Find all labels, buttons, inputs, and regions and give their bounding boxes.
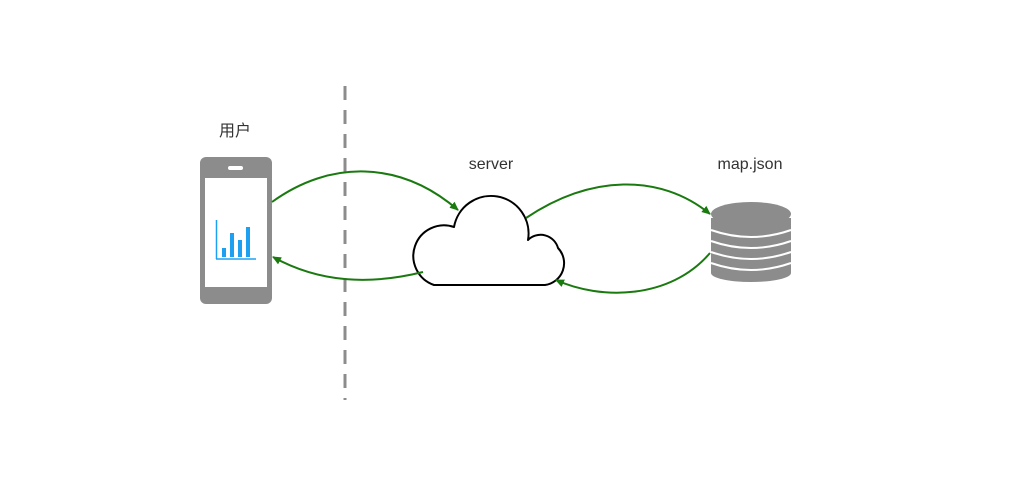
- bar-chart-icon: [215, 220, 256, 260]
- arrow-user-to-server: [271, 170, 459, 211]
- server-label: server: [468, 156, 514, 173]
- arrow-server-to-user: [272, 256, 424, 281]
- database-label: map.json: [717, 156, 783, 173]
- phone-chart-icon: [200, 157, 272, 304]
- user-label: 用户: [218, 121, 252, 140]
- cloud-icon: [412, 194, 566, 286]
- database-icon: [710, 202, 792, 282]
- arrow-database-to-server: [555, 252, 711, 294]
- arrow-server-to-database: [525, 183, 711, 219]
